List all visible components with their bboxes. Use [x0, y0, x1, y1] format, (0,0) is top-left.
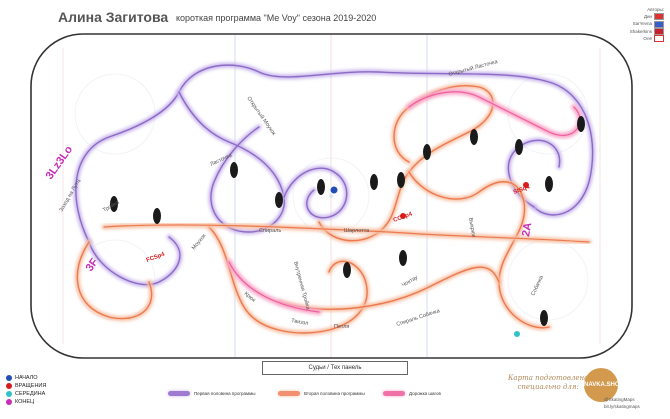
step-sequence-path: [226, 88, 583, 315]
skater-figure: [153, 208, 161, 224]
judges-panel-label: Судьи / Тех панель: [262, 361, 408, 375]
legend-label: ВРАЩЕНИЯ: [15, 383, 47, 389]
path-label: Выкрюк: [467, 217, 476, 238]
pink-line-icon: [383, 391, 405, 396]
skater-figure: [343, 262, 351, 278]
path-label: Шарлотта: [344, 228, 370, 234]
skater-figure: [545, 176, 553, 192]
line-legend: Первая половина программы Вторая половин…: [168, 388, 458, 400]
skater-figure: [577, 116, 585, 132]
start-dot-icon: [6, 374, 12, 381]
skater-figure: [370, 174, 378, 190]
second-half-path: [74, 83, 592, 336]
rink-diagram: 3Lz3Lo 3F 2A FCSp4 CCSp4 StSq4 Шарлотта …: [30, 33, 633, 359]
element-label: 2A: [520, 222, 534, 238]
social-handle[interactable]: @SkatingMaps: [604, 397, 635, 402]
center-dot: [329, 194, 333, 198]
skater-figures: [110, 116, 585, 326]
marker-legend: НАЧАЛО ВРАЩЕНИЯ СЕРЕДИНА КОНЕЦ: [6, 374, 46, 406]
page-title: Алина Загитова: [58, 9, 169, 25]
skater-figure: [317, 179, 325, 195]
legend-label: Первая половина программы: [194, 391, 256, 396]
orange-line-icon: [278, 391, 300, 396]
path-label: Твиззл: [291, 318, 309, 327]
footer-note-line: Карта подготовлена: [508, 374, 589, 382]
footer-note: Карта подготовлена специально для:: [508, 374, 588, 392]
end-marker: [513, 330, 521, 338]
credits-line: SarYevna: [632, 21, 652, 27]
footer-note-line: специально для:: [517, 383, 579, 391]
credits-line: Олё: [643, 35, 652, 41]
legend-label: НАЧАЛО: [15, 375, 38, 381]
middle-dot-icon: [6, 390, 12, 397]
credits-line: Shakerkins: [629, 28, 652, 34]
legend-label: СЕРЕДИНА: [15, 391, 46, 397]
skater-figure: [399, 250, 407, 266]
path-label: Спираль: [259, 228, 281, 234]
skater-figure: [470, 129, 478, 145]
spin-dot-icon: [6, 382, 12, 389]
element-label: StSq4: [513, 184, 532, 196]
skater-figure: [110, 196, 118, 212]
credits-line: Авторы:: [647, 7, 664, 12]
path-label: Петля: [334, 324, 349, 330]
flag-icon: [654, 35, 664, 43]
legend-label: КОНЕЦ: [15, 399, 35, 405]
credits-line: Дин: [643, 14, 652, 19]
legend-label: Дорожка шагов: [409, 391, 441, 396]
end-dot-icon: [6, 398, 12, 405]
skater-figure: [397, 172, 405, 188]
page-subtitle: короткая программа "Me Voy" сезона 2019-…: [176, 13, 377, 23]
skater-figure: [515, 139, 523, 155]
legend-label: Вторая половина программы: [304, 391, 365, 396]
flag-icon: [654, 13, 664, 21]
flag-icon: [654, 20, 664, 28]
social-links: @SkatingMaps bit.ly/skatingmaps: [604, 396, 640, 410]
social-link[interactable]: bit.ly/skatingmaps: [604, 404, 640, 409]
purple-line-icon: [168, 391, 190, 396]
skater-figure: [275, 192, 283, 208]
skater-figure: [423, 144, 431, 160]
spin-marker: [400, 213, 406, 219]
skater-figure: [230, 162, 238, 178]
start-marker: [329, 185, 339, 195]
navka-logo: NAVKA.SHOW: [584, 368, 625, 402]
skater-figure: [540, 310, 548, 326]
flag-icon: [654, 27, 664, 35]
spin-marker: [523, 182, 529, 188]
credits: Авторы: Дин SarYevna Shakerkins Олё: [629, 6, 664, 43]
